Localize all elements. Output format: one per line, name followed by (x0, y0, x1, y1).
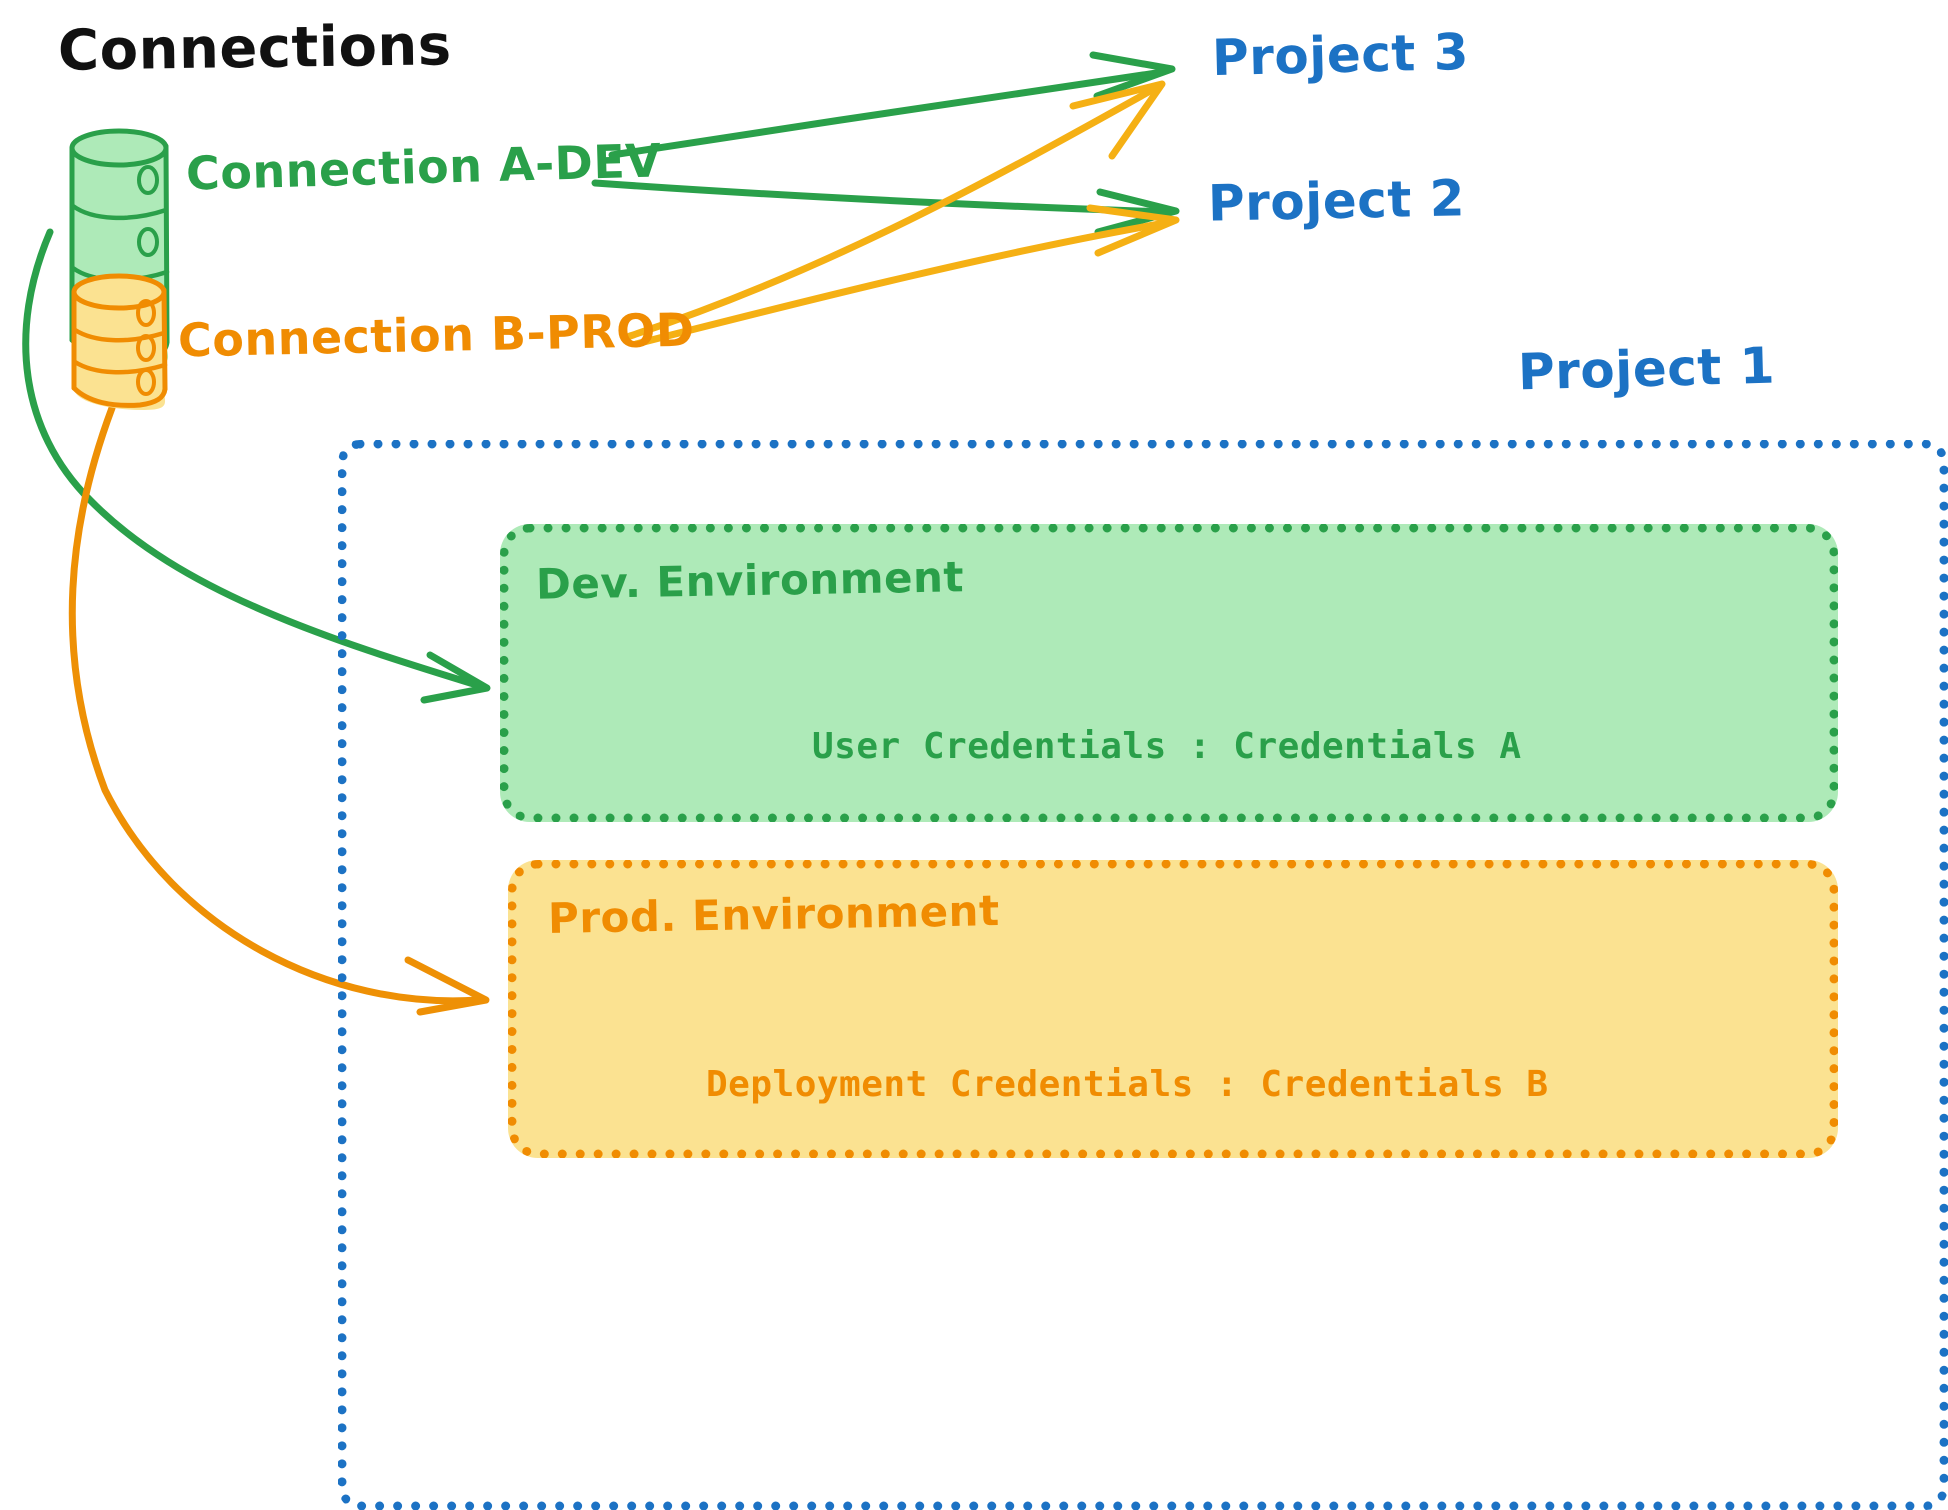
arrow-conn-a-to-project-2 (591, 179, 1180, 236)
prod-environment-box[interactable] (508, 860, 1838, 1158)
database-cylinder-icon-orange[interactable] (71, 268, 168, 410)
arrow-conn-b-to-project-2 (632, 204, 1180, 348)
page-title: Connections (57, 13, 453, 84)
arrow-conn-b-to-project-3 (626, 80, 1166, 340)
dev-environment-label: Dev. Environment (535, 552, 965, 609)
prod-credentials-text: Deployment Credentials : Credentials B (706, 1064, 1549, 1105)
dev-credentials-text: User Credentials : Credentials A (812, 726, 1522, 767)
project-2-label[interactable]: Project 2 (1207, 169, 1466, 233)
project-3-label[interactable]: Project 3 (1211, 22, 1470, 88)
database-cylinder-icon-green[interactable] (69, 128, 170, 366)
connection-b-label[interactable]: Connection B-PROD (177, 302, 696, 368)
arrow-conn-a-to-project-3 (608, 51, 1176, 159)
prod-environment-label: Prod. Environment (547, 886, 1000, 943)
connection-a-label[interactable]: Connection A-DEV (185, 133, 663, 201)
dev-environment-box[interactable] (500, 524, 1838, 822)
project-1-label[interactable]: Project 1 (1517, 336, 1776, 402)
